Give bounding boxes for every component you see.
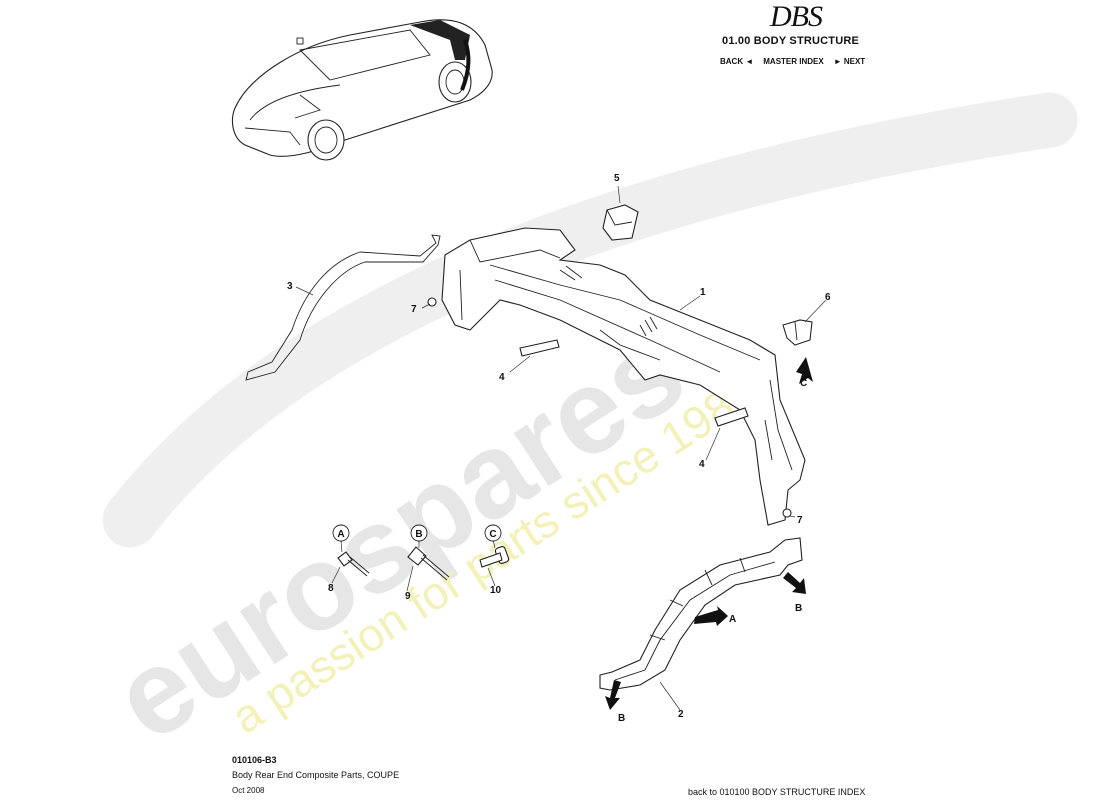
part-1-rear-structure <box>441 227 806 526</box>
fastener-key-circles: A B C <box>332 524 502 542</box>
section-title: 01.00 BODY STRUCTURE <box>722 35 860 47</box>
arrow-b-left <box>605 680 621 710</box>
part-5-bracket <box>602 204 639 241</box>
callout-9: 9 <box>405 591 411 602</box>
fastener-key-b: B <box>415 529 422 540</box>
arrow-label-b-right: B <box>795 603 802 614</box>
part-3-seal-strip <box>245 234 441 381</box>
document-date: Oct 2008 <box>232 786 265 795</box>
part-callouts: 1 2 3 4 4 5 6 7 7 8 9 10 <box>287 173 831 720</box>
callout-6: 6 <box>825 292 831 303</box>
callout-7-upper: 7 <box>411 304 417 315</box>
part-4-pads <box>519 339 749 427</box>
arrow-label-a: A <box>729 614 736 625</box>
callout-4-lower: 4 <box>699 459 705 470</box>
master-index-link[interactable]: MASTER INDEX <box>763 57 824 66</box>
callout-1: 1 <box>700 287 706 298</box>
next-link[interactable]: ► NEXT <box>833 57 866 66</box>
callout-8: 8 <box>328 583 334 594</box>
fastener-9 <box>407 546 450 581</box>
fastener-key-c: C <box>489 529 496 540</box>
fastener-10 <box>479 546 510 568</box>
callout-4-upper: 4 <box>499 372 505 383</box>
fastener-key-a: A <box>337 529 344 540</box>
document-title: Body Rear End Composite Parts, COUPE <box>232 770 400 780</box>
back-link[interactable]: BACK ◄ <box>720 57 754 66</box>
direction-arrows <box>605 357 813 710</box>
car-overview-illustration <box>231 19 493 161</box>
callout-10: 10 <box>490 585 502 596</box>
callout-2: 2 <box>678 709 684 720</box>
fastener-8 <box>337 551 370 577</box>
arrow-b-right <box>783 572 806 594</box>
arrow-a <box>694 606 728 626</box>
navigation-bar: BACK ◄ MASTER INDEX ► NEXT <box>720 57 865 66</box>
document-number: 010106-B3 <box>232 755 277 765</box>
arrow-label-b-left: B <box>618 713 625 724</box>
arrow-c <box>796 357 813 384</box>
arrow-labels: C A B B <box>618 378 807 724</box>
dbs-logo: DBS <box>770 0 823 33</box>
callout-3: 3 <box>287 281 293 292</box>
back-to-index-link[interactable]: back to 010100 BODY STRUCTURE INDEX <box>688 787 866 797</box>
callout-5: 5 <box>614 173 620 184</box>
watermark: eurospares a passion for parts since 198… <box>91 92 1078 767</box>
part-2-rail <box>599 537 803 691</box>
arrow-label-c: C <box>800 378 807 389</box>
part-6-bracket <box>782 319 813 346</box>
callout-7-lower: 7 <box>797 515 803 526</box>
